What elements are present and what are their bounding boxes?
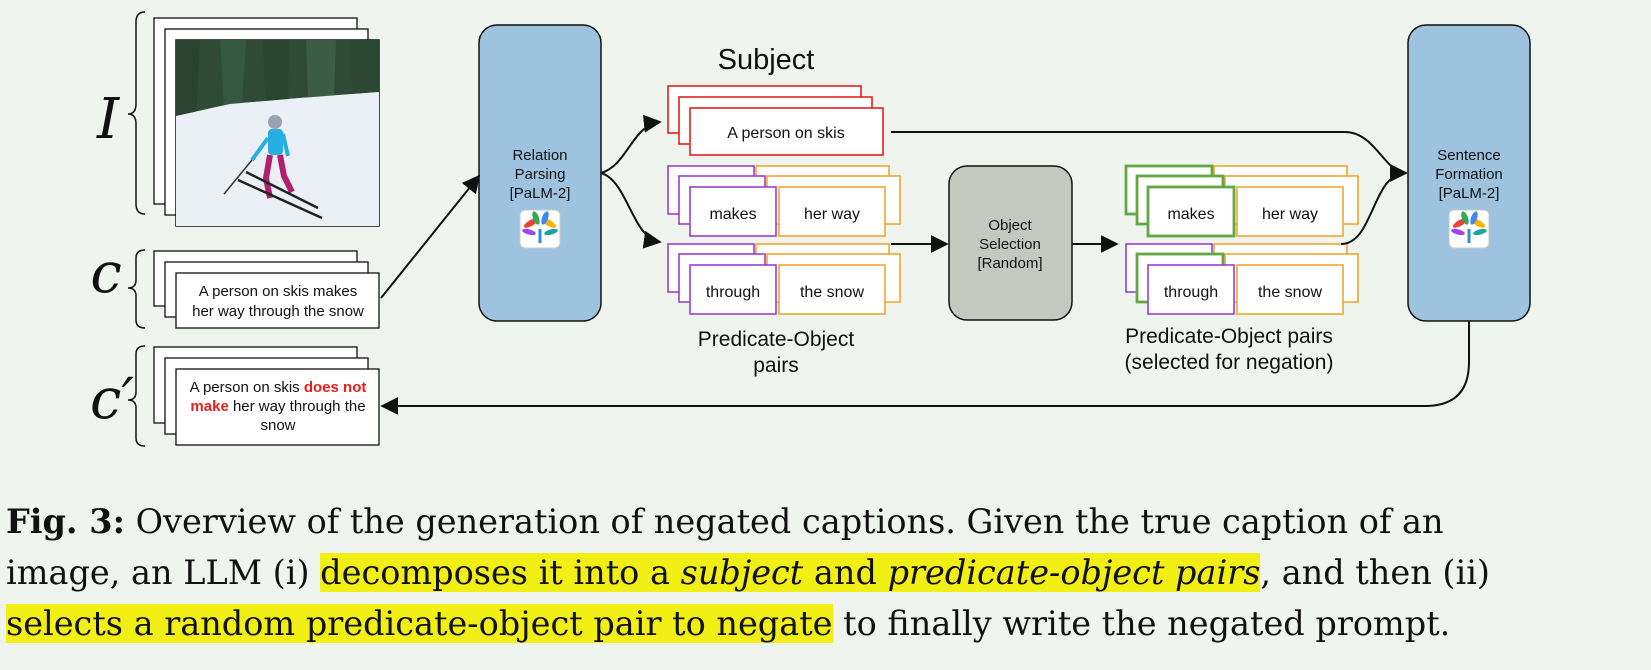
pairs-label-line-1: Predicate-Object [698, 328, 855, 351]
negated-verb: make [190, 398, 228, 415]
negated-caption-symbol: c′ [90, 367, 134, 432]
negated-caption-stack: A person on skis does not make her way t… [153, 346, 380, 446]
input-caption-stack: A person on skis makes her way through t… [153, 250, 380, 329]
subject-header: Subject [718, 44, 815, 76]
negation-pipeline-diagram: I c c′ [90, 11, 1531, 447]
selected-pairs-label-line-1: Predicate-Object pairs [1125, 325, 1333, 348]
caption-symbol: c [90, 241, 121, 306]
pair-stack-1: makes her way [667, 165, 901, 237]
negation-phrase: does not [304, 379, 367, 396]
input-caption-line-2: her way through the snow [192, 303, 364, 320]
arrow-parsing-to-pairs [600, 172, 662, 249]
object-selection-box: Object Selection [Random] [948, 165, 1073, 321]
relation-parsing-box: Relation Parsing [PaLM-2] [478, 24, 602, 322]
image-brace [127, 11, 146, 215]
sentence-formation-model: [PaLM-2] [1439, 185, 1500, 202]
relation-parsing-label: Parsing [515, 166, 566, 183]
caption-brace [127, 249, 146, 329]
object-text: the snow [1258, 284, 1322, 301]
negated-caption-line-2: make her way through the [190, 398, 365, 415]
caption-line-2: image, an LLM (i) decomposes it into a s… [6, 553, 1490, 592]
figure-label: Fig. 3: [6, 502, 125, 541]
negated-caption-line-3: snow [260, 417, 295, 434]
subject-text: A person on skis [727, 125, 844, 142]
palm-logo-icon [519, 209, 561, 249]
object-text: her way [1262, 206, 1318, 223]
arrow-formation-to-negated [380, 321, 1470, 415]
relation-parsing-label: Relation [512, 147, 567, 164]
selected-pair-stack-2: through the snow [1125, 243, 1359, 315]
selected-pairs-label-line-2: (selected for negation) [1125, 351, 1334, 374]
palm-logo-icon [1448, 209, 1490, 249]
highlight-decomposes: decomposes it into a subject and predica… [320, 553, 1261, 592]
object-selection-label: Object [988, 217, 1032, 234]
selected-pair-stack-1: makes her way [1124, 164, 1359, 238]
predicate-text: makes [1167, 206, 1214, 223]
negated-caption-line-1: A person on skis does not [190, 379, 367, 396]
predicate-text: makes [709, 206, 756, 223]
highlight-selects: selects a random predicate-object pair t… [6, 604, 833, 643]
object-text: her way [804, 206, 860, 223]
object-selection-label: Selection [979, 236, 1041, 253]
pair-stack-2: through the snow [667, 243, 901, 315]
caption-line-1: Fig. 3: Overview of the generation of ne… [6, 502, 1444, 541]
caption-line-3: selects a random predicate-object pair t… [6, 604, 1451, 643]
negated-caption-brace [127, 345, 146, 447]
sentence-formation-label: Formation [1435, 166, 1503, 183]
relation-parsing-model: [PaLM-2] [510, 185, 571, 202]
flow-arrows [380, 114, 1470, 415]
predicate-text: through [1164, 284, 1218, 301]
sentence-formation-box: Sentence Formation [PaLM-2] [1407, 24, 1531, 322]
subject-stack: A person on skis [667, 85, 884, 156]
object-selection-method: [Random] [977, 255, 1042, 272]
arrow-selected-to-formation [1340, 164, 1408, 245]
predicate-text: through [706, 284, 760, 301]
skier-photo [175, 39, 380, 227]
image-stack [153, 17, 380, 227]
sentence-formation-label: Sentence [1437, 147, 1500, 164]
figure-caption: Fig. 3: Overview of the generation of ne… [6, 496, 1651, 649]
arrow-parsing-to-subject [600, 114, 662, 174]
image-symbol: I [96, 87, 121, 152]
input-caption-line-1: A person on skis makes [199, 283, 357, 300]
arrow-caption-to-parsing [380, 174, 481, 299]
pairs-label-line-2: pairs [753, 354, 799, 377]
object-text: the snow [800, 284, 864, 301]
